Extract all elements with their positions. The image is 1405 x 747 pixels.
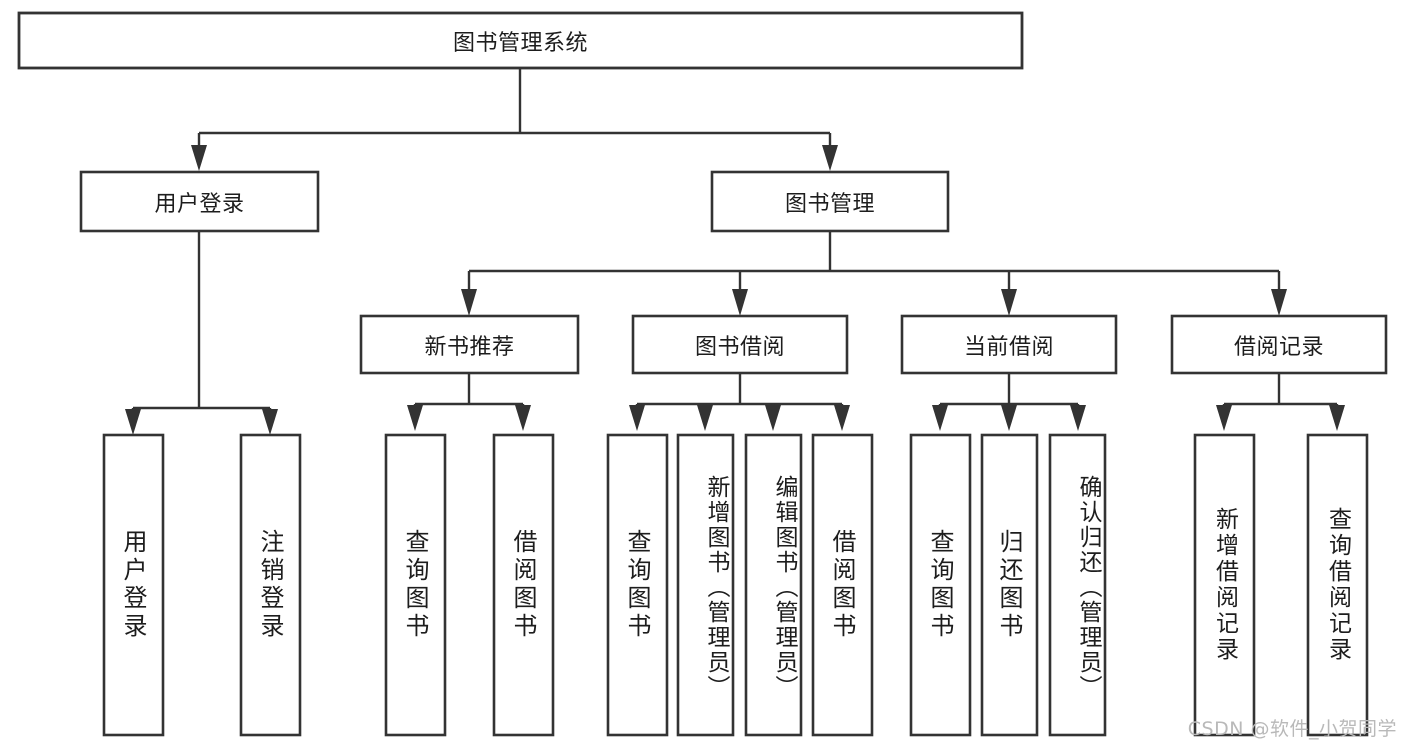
node-box-book-borrow[interactable] (631, 314, 849, 375)
node-box-leaf-query-book-1[interactable] (384, 433, 447, 737)
node-box-leaf-confirm-return[interactable] (1048, 433, 1107, 737)
arrow-icon-new-book (461, 289, 477, 316)
arrow-icon-leaf-user-login (125, 409, 141, 435)
node-box-root[interactable] (17, 11, 1024, 70)
arrow-icon-query-book-3 (932, 405, 948, 431)
node-box-leaf-user-logout[interactable] (239, 433, 302, 737)
arrow-icon-user-login (191, 145, 207, 171)
arrow-icon-book-manage (822, 145, 838, 171)
node-box-leaf-borrow-book-2[interactable] (811, 433, 874, 737)
arrow-icon-add-book (697, 405, 713, 431)
node-box-user-login[interactable] (79, 170, 320, 233)
arrow-icon-borrow-book-2 (834, 405, 850, 431)
node-box-borrow-record[interactable] (1170, 314, 1388, 375)
node-box-leaf-query-book-2[interactable] (606, 433, 669, 737)
node-box-book-manage[interactable] (710, 170, 950, 233)
arrow-icon-add-record (1216, 405, 1232, 431)
node-box-new-book-recommend[interactable] (359, 314, 580, 375)
node-box-leaf-return-book[interactable] (980, 433, 1039, 737)
connector-group (125, 68, 1345, 435)
node-box-leaf-query-record[interactable] (1306, 433, 1369, 737)
arrow-icon-edit-book (765, 405, 781, 431)
arrow-icon-borrow-book-1 (515, 405, 531, 431)
arrow-icon-book-borrow (732, 289, 748, 316)
node-box-leaf-borrow-book-1[interactable] (492, 433, 555, 737)
node-box-leaf-user-login[interactable] (102, 433, 165, 737)
node-box-leaf-edit-book[interactable] (744, 433, 803, 737)
arrow-icon-leaf-user-logout (262, 409, 278, 435)
arrow-icon-confirm-return (1070, 405, 1086, 431)
node-box-current-borrow[interactable] (900, 314, 1118, 375)
arrow-icon-borrow-record (1271, 289, 1287, 316)
arrow-icon-query-record (1329, 405, 1345, 431)
node-box-leaf-add-record[interactable] (1193, 433, 1256, 737)
node-box-leaf-query-book-3[interactable] (909, 433, 972, 737)
arrow-icon-query-book-1 (407, 405, 423, 431)
node-box-leaf-add-book[interactable] (676, 433, 735, 737)
arrow-icon-return-book (1001, 405, 1017, 431)
watermark-text: CSDN @软件_小贺同学 (1187, 718, 1397, 740)
arrow-icon-current-borrow (1001, 289, 1017, 316)
node-box-group (17, 11, 1388, 737)
arrow-icon-query-book-2 (629, 405, 645, 431)
